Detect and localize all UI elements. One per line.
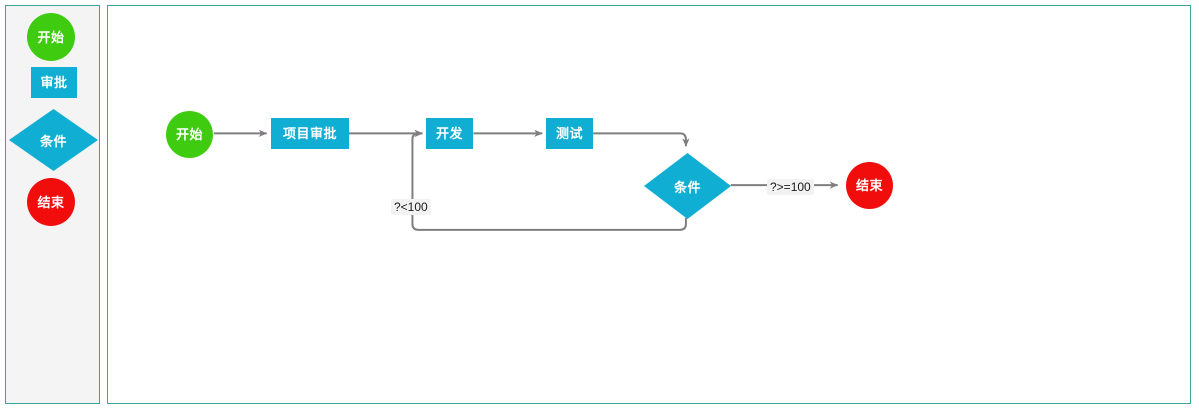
- palette-item-condition[interactable]: 条件: [9, 109, 98, 171]
- node-develop-label: 开发: [435, 126, 463, 141]
- palette-item-approval[interactable]: 审批: [31, 67, 77, 98]
- node-condition-label: 条件: [673, 179, 701, 195]
- edge-label-condition-to-develop[interactable]: ?<100: [391, 199, 431, 216]
- node-test-label: 测试: [555, 126, 583, 141]
- diamond-shape-icon: [644, 153, 731, 219]
- palette-item-end-label: 结束: [37, 194, 65, 210]
- node-develop[interactable]: 开发: [426, 118, 473, 149]
- palette-item-approval-label: 审批: [40, 75, 68, 90]
- palette-item-condition-label: 条件: [39, 133, 67, 149]
- node-start-label: 开始: [175, 127, 203, 142]
- palette-item-start-label: 开始: [37, 29, 65, 45]
- node-end[interactable]: 结束: [846, 162, 893, 209]
- flowchart-canvas[interactable]: 开始 项目审批 开发 测试 条件 结束 ?>=100 ?<100: [107, 5, 1191, 404]
- node-end-label: 结束: [855, 178, 883, 193]
- diamond-shape-icon: [9, 109, 98, 171]
- palette-item-end[interactable]: 结束: [27, 178, 75, 226]
- shape-palette-panel: 开始 审批 条件 结束: [5, 5, 100, 404]
- edge-test-to-condition: [593, 132, 690, 147]
- palette-item-start[interactable]: 开始: [27, 13, 75, 61]
- node-condition[interactable]: 条件: [644, 153, 731, 219]
- node-test[interactable]: 测试: [546, 118, 593, 149]
- node-start[interactable]: 开始: [166, 111, 213, 158]
- edge-condition-to-develop-loop: [411, 129, 687, 231]
- node-approval[interactable]: 项目审批: [271, 118, 349, 149]
- node-approval-label: 项目审批: [282, 126, 337, 141]
- edge-label-condition-to-end[interactable]: ?>=100: [767, 179, 814, 196]
